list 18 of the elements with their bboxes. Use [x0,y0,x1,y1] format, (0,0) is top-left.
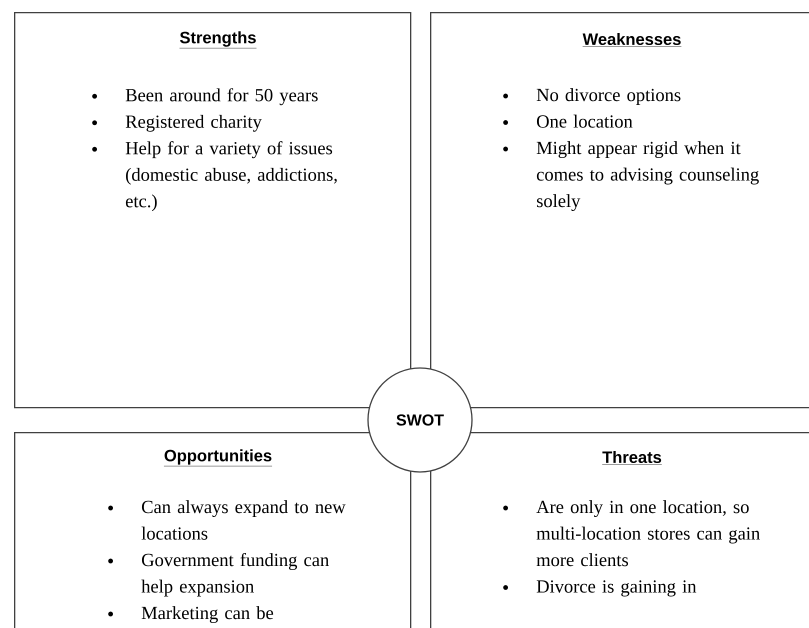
heading: Strengths [179,31,257,48]
heading: Opportunities [164,449,272,466]
quadrant-box [430,12,809,408]
heading: Weaknesses [582,32,682,47]
bullet-item: Are only in one location, so multi-location stores can gain more clients [503,500,760,566]
bullet-item: Marketing can be [108,606,274,624]
bullet-item: Can always expand to new locations [108,500,346,540]
bullet-item: Been around for 50 years [92,88,318,106]
quadrant-box [14,12,412,408]
bullet-item: Registered charity [92,114,262,132]
quadrant-box [14,432,412,628]
bullet-item: Help for a variety of issues (domestic abuse, addictions, etc.) [92,141,337,212]
bullet-item: One location [503,114,632,128]
heading: Threats [602,450,662,465]
bullet-item: No divorce options [503,88,680,105]
bullet-item: Might appear rigid when it comes to advising counseling solely [503,141,759,212]
bullet-item: Government funding can help expansion [108,553,329,596]
bullet-item: Divorce is gaining in [503,580,696,597]
